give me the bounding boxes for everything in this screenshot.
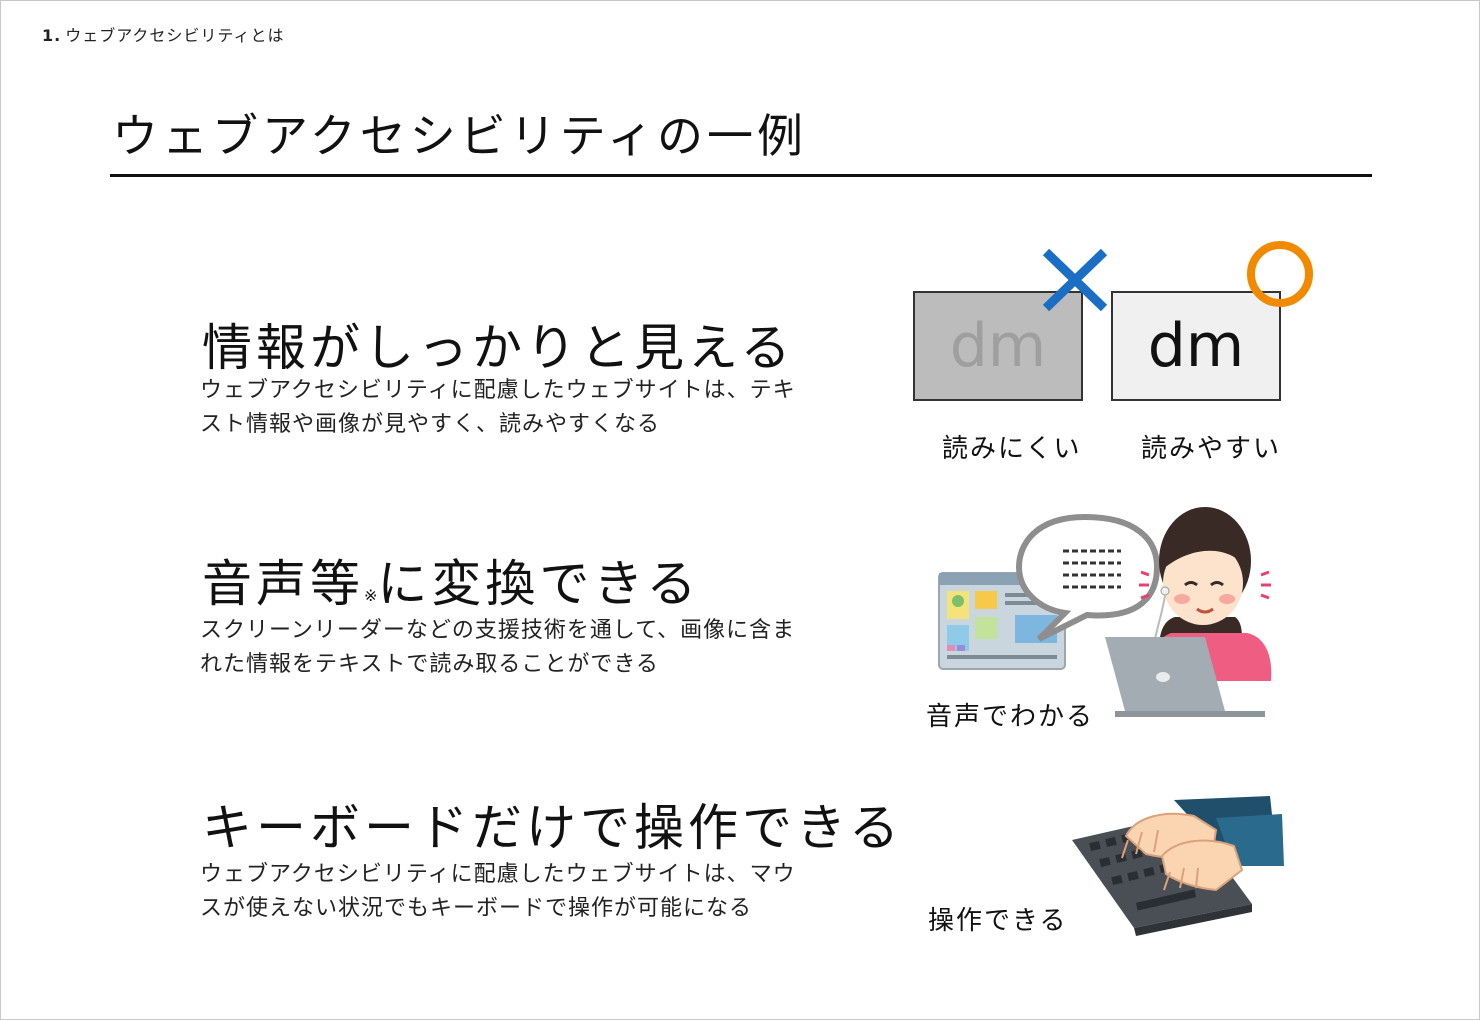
description-line: れた情報をテキストで読み取ることができる xyxy=(200,652,659,677)
cross-mark-icon xyxy=(1042,248,1108,312)
section-heading-keyboard: キーボードだけで操作できる xyxy=(202,799,903,857)
footnote-mark: ※ xyxy=(364,586,378,605)
easy-to-read-caption: 読みやすい xyxy=(1141,434,1282,464)
keyboard-caption: 操作できる xyxy=(928,906,1068,936)
title-divider xyxy=(110,174,1372,177)
page-title: ウェブアクセシビリティの一例 xyxy=(112,109,807,163)
speech-bubble-icon xyxy=(1015,513,1161,642)
breadcrumb-number: 1. xyxy=(42,26,62,45)
keyboard-typing-illustration xyxy=(1072,796,1284,936)
description-line: スクリーンリーダーなどの支援技術を通して、画像に含ま xyxy=(200,618,796,643)
hands-icon xyxy=(1121,796,1284,892)
section-heading-visibility: 情報がしっかりと見える xyxy=(202,319,795,377)
keyboard-icon xyxy=(1072,814,1252,936)
easy-to-read-sample: dm xyxy=(1111,291,1281,401)
breadcrumb-text: ウェブアクセシビリティとは xyxy=(65,26,285,45)
section-description-keyboard: ウェブアクセシビリティに配慮したウェブサイトは、マウ スが使えない状況でもキーボ… xyxy=(200,858,820,926)
heading-part: 音声等 xyxy=(202,555,364,613)
description-line: スト情報や画像が見やすく、読みやすくなる xyxy=(200,412,661,437)
description-line: スが使えない状況でもキーボードで操作が可能になる xyxy=(200,896,753,921)
description-line: ウェブアクセシビリティに配慮したウェブサイトは、テキ xyxy=(200,378,796,403)
voice-caption: 音声でわかる xyxy=(926,702,1095,732)
breadcrumb: 1.ウェブアクセシビリティとは xyxy=(42,22,284,46)
hard-to-read-caption: 読みにくい xyxy=(942,434,1082,464)
section-description-voice: スクリーンリーダーなどの支援技術を通して、画像に含ま れた情報をテキストで読み取… xyxy=(200,614,820,682)
heading-part: に変換できる xyxy=(377,555,701,613)
description-line: ウェブアクセシビリティに配慮したウェブサイトは、マウ xyxy=(200,862,796,887)
circle-mark-icon xyxy=(1247,241,1313,307)
section-heading-voice: 音声等※に変換できる xyxy=(202,544,700,616)
section-description-visibility: ウェブアクセシビリティに配慮したウェブサイトは、テキ スト情報や画像が見やすく、… xyxy=(200,374,820,442)
hard-to-read-sample: dm xyxy=(913,291,1083,401)
screen-reader-illustration xyxy=(938,507,1272,717)
laptop-icon xyxy=(1105,637,1265,717)
